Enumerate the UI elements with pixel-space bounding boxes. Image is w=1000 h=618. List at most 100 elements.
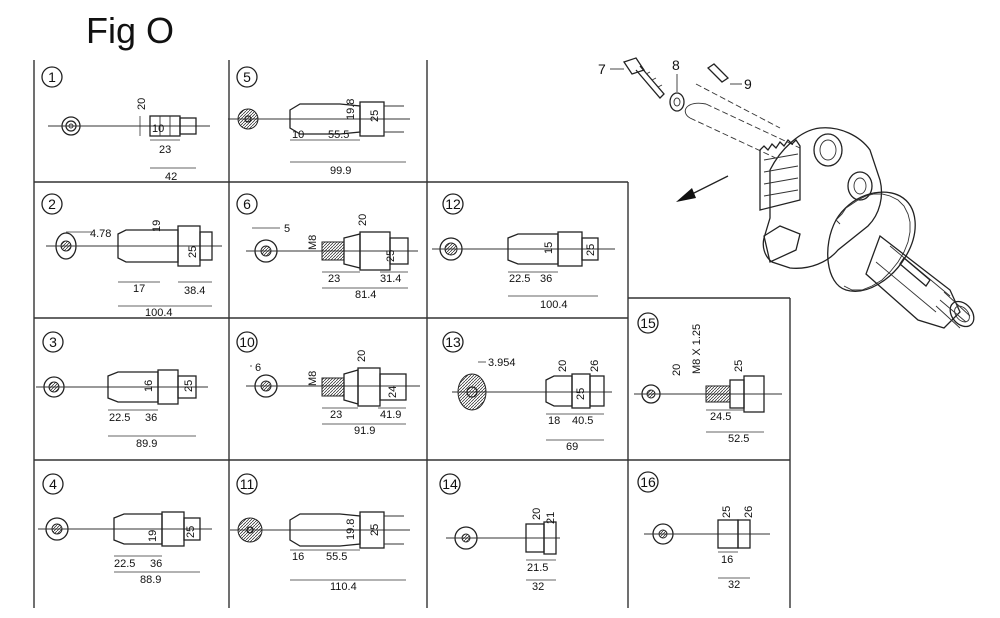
dim-label: 36 <box>145 412 157 424</box>
cell-12: 12 15 25 22.5 36 100.4 <box>432 193 615 311</box>
dim-label: 32 <box>728 579 740 591</box>
cell-3: 3 16 25 22.5 36 89.9 <box>36 331 208 450</box>
dim-label: 19 <box>151 220 163 232</box>
dim-label: 69 <box>566 441 578 453</box>
dim-label: 15 <box>543 242 555 254</box>
dim-label: 88.9 <box>140 574 161 586</box>
cell-6: 6 5 M8 20 25 23 31.4 81.4 <box>236 193 418 301</box>
cell-number: 10 <box>239 334 255 350</box>
cell-number-circle <box>41 66 63 88</box>
dim-label: 22.5 <box>509 273 530 285</box>
crankshaft-part <box>759 127 975 329</box>
callout-7: 7 <box>598 61 606 77</box>
dim-label: 19.8 <box>345 99 357 120</box>
callout-9: 9 <box>744 76 752 92</box>
dim-label: 20 <box>136 98 148 110</box>
key-part <box>706 63 730 83</box>
dim-label: 52.5 <box>728 433 749 445</box>
cell-number: 16 <box>640 474 656 490</box>
dim-label: 23 <box>159 144 171 156</box>
dim-label: 21.5 <box>527 562 548 574</box>
dim-label: 18 <box>548 415 560 427</box>
dim-label: 24.5 <box>710 411 731 423</box>
cell-4: 4 19 25 22.5 36 88.9 <box>38 473 212 586</box>
dim-label: M8 X 1.25 <box>691 324 703 374</box>
dim-label: 110.4 <box>330 581 357 593</box>
cell-number: 15 <box>640 315 656 331</box>
dim-label: 25 <box>575 388 587 400</box>
dim-label: M8 <box>307 371 319 386</box>
cell-1: 1 20 10 23 42 <box>41 66 210 183</box>
dim-label: M8 <box>307 235 319 250</box>
cell-number: 2 <box>48 196 56 212</box>
dim-label: 19 <box>147 530 159 542</box>
dim-label: 23 <box>330 409 342 421</box>
callout-8: 8 <box>672 57 680 73</box>
direction-arrow <box>676 175 729 202</box>
grid-lines <box>33 60 791 608</box>
dim-label: 25 <box>385 250 397 262</box>
cell-number: 12 <box>445 196 461 212</box>
figure-title: Fig O <box>86 10 175 51</box>
cell-13: 13 3.954 20 26 25 18 40.5 69 <box>442 331 612 453</box>
dim-label: 6 <box>255 362 261 374</box>
dim-label: 20 <box>356 350 368 362</box>
cell-15: 15 M8 X 1.25 20 25 24.5 52.5 <box>634 312 782 445</box>
cell-16: 16 25 26 16 32 <box>637 471 770 591</box>
dim-label: 25 <box>185 526 197 538</box>
cell-number: 4 <box>49 476 57 492</box>
dim-label: 25 <box>183 380 195 392</box>
dim-label: 23 <box>328 273 340 285</box>
dim-label: 31.4 <box>380 273 401 285</box>
cell-number: 13 <box>445 334 461 350</box>
dim-label: 3.954 <box>488 357 516 369</box>
cell-number: 6 <box>243 196 251 212</box>
dim-label: 100.4 <box>145 307 173 319</box>
dim-label: 99.9 <box>330 165 351 177</box>
dim-label: 36 <box>150 558 162 570</box>
dim-label: 55.5 <box>328 129 349 141</box>
cell-14: 14 20 21 21.5 32 <box>439 473 560 593</box>
dim-label: 91.9 <box>354 425 375 437</box>
washer-part <box>669 92 685 112</box>
dim-label: 38.4 <box>184 285 205 297</box>
dim-label: 22.5 <box>114 558 135 570</box>
dim-label: 20 <box>557 360 569 372</box>
dim-label: 16 <box>292 551 304 563</box>
crankshaft-assembly: 7 8 9 <box>598 57 975 329</box>
cell-number: 11 <box>240 476 255 492</box>
dim-label: 25 <box>187 246 199 258</box>
cell-number: 5 <box>243 69 251 85</box>
cell-number: 14 <box>442 476 458 492</box>
dim-label: 25 <box>369 524 381 536</box>
dim-label: 25 <box>585 244 597 256</box>
dim-label: 17 <box>133 283 145 295</box>
dim-label: 36 <box>540 273 552 285</box>
dim-label: 4.78 <box>90 228 111 240</box>
dim-label: 10 <box>292 129 304 141</box>
dim-label: 55.5 <box>326 551 347 563</box>
dim-label: 5 <box>284 223 290 235</box>
dim-label: 25 <box>721 506 733 518</box>
cell-number: 1 <box>48 69 56 85</box>
dim-label: 20 <box>671 364 683 376</box>
dim-label: 26 <box>589 360 601 372</box>
dim-label: 100.4 <box>540 299 568 311</box>
dim-label: 22.5 <box>109 412 130 424</box>
cell-11: 11 19.8 25 16 55.5 110.4 <box>230 473 410 593</box>
dim-label: 32 <box>532 581 544 593</box>
dim-label: 20 <box>531 508 543 520</box>
dim-label: 89.9 <box>136 438 157 450</box>
dim-label: 16 <box>721 554 733 566</box>
dim-label: 41.9 <box>380 409 401 421</box>
cell-2: 2 4.78 19 25 17 38.4 100.4 <box>41 193 222 319</box>
bolt-part <box>622 57 665 99</box>
dim-label: 24 <box>387 386 399 398</box>
cell-5: 5 19.8 25 10 55.5 99.9 <box>228 66 410 177</box>
dim-label: 25 <box>369 110 381 122</box>
dim-label: 21 <box>545 512 557 524</box>
cell-number: 3 <box>49 334 57 350</box>
dim-label: 26 <box>743 506 755 518</box>
dim-label: 81.4 <box>355 289 376 301</box>
